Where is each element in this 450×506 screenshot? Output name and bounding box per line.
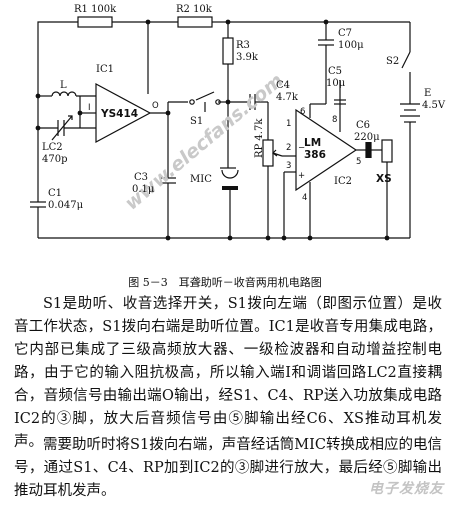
- c4-name-label: C4: [276, 80, 290, 91]
- c3-name-label: C3: [134, 172, 148, 183]
- s1-label: S1: [190, 116, 203, 127]
- s2-label: S2: [386, 56, 399, 67]
- c7-value-label: 100μ: [338, 40, 364, 51]
- r2-label: R2 10k: [176, 4, 213, 15]
- l-label: L: [60, 80, 67, 91]
- c1-name-label: C1: [48, 188, 62, 199]
- circuit-schematic: www.elecfans.com R1 100k R2 10k R3 3.9k …: [30, 4, 446, 241]
- pin4-label: 4: [302, 193, 307, 203]
- xs-jack: [381, 139, 393, 163]
- rp-label: RP 4.7k: [254, 118, 265, 158]
- ic2-plus-label: +: [298, 171, 305, 181]
- r2-resistor: [177, 16, 213, 28]
- ic2-label: IC2: [334, 176, 352, 187]
- paragraph-2: 需要助听时将S1拨向右端，声音经话筒MIC转换成相应的电信号，通过S1、C4、R…: [14, 437, 442, 499]
- r3-value-label: 3.9k: [236, 52, 259, 63]
- r1-resistor: [77, 16, 113, 28]
- pin1-label: 1: [286, 119, 291, 129]
- ic2-minus-label: −: [298, 143, 305, 153]
- pin3-label: 3: [286, 161, 291, 171]
- xs-label: XS: [376, 173, 392, 185]
- c1-value-label: 0.047μ: [48, 200, 84, 211]
- pin2-label: 2: [286, 143, 291, 153]
- ic2-part-a-label: LM: [304, 137, 321, 149]
- c3-value-label: 0.1μ: [132, 184, 155, 195]
- r3-resistor: [222, 37, 234, 65]
- c6-name-label: C6: [356, 120, 370, 131]
- ic1-pin-i-label: I: [88, 103, 91, 113]
- corner-watermark: 电子发烧友: [369, 481, 444, 497]
- c6-value-label: 220μ: [354, 132, 380, 143]
- figure-caption: 图 5－3 耳聋助听－收音两用机电路图: [128, 276, 322, 289]
- ic1-label: IC1: [96, 64, 114, 75]
- paragraph-1: S1是助听、收音选择开关，S1拨向左端（即图示位置）是收音工作状态，S1拨向右端…: [14, 296, 442, 450]
- pin6-label: 6: [300, 107, 305, 117]
- c4-value-label: 4.7k: [276, 92, 299, 103]
- c5-name-label: C5: [328, 66, 342, 77]
- ic2-part-b-label: 386: [304, 149, 326, 161]
- mic-label: MIC: [190, 174, 212, 185]
- ic1-pin-o-label: O: [152, 101, 159, 111]
- r1-label: R1 100k: [74, 4, 117, 15]
- lc2-label: LC2: [42, 142, 63, 153]
- r3-name-label: R3: [236, 40, 250, 51]
- pin8-label: 8: [332, 115, 337, 125]
- wiring: [30, 16, 420, 239]
- ic1-part-label: YS414: [100, 108, 138, 120]
- ic2-amplifier: [295, 108, 358, 192]
- lc2-value-label: 470p: [42, 154, 68, 165]
- battery-name-label: E: [424, 88, 431, 99]
- c7-name-label: C7: [338, 28, 352, 39]
- c5-value-label: 10μ: [326, 78, 346, 89]
- pin5-label: 5: [356, 157, 361, 167]
- battery-value-label: 4.5V: [422, 100, 446, 111]
